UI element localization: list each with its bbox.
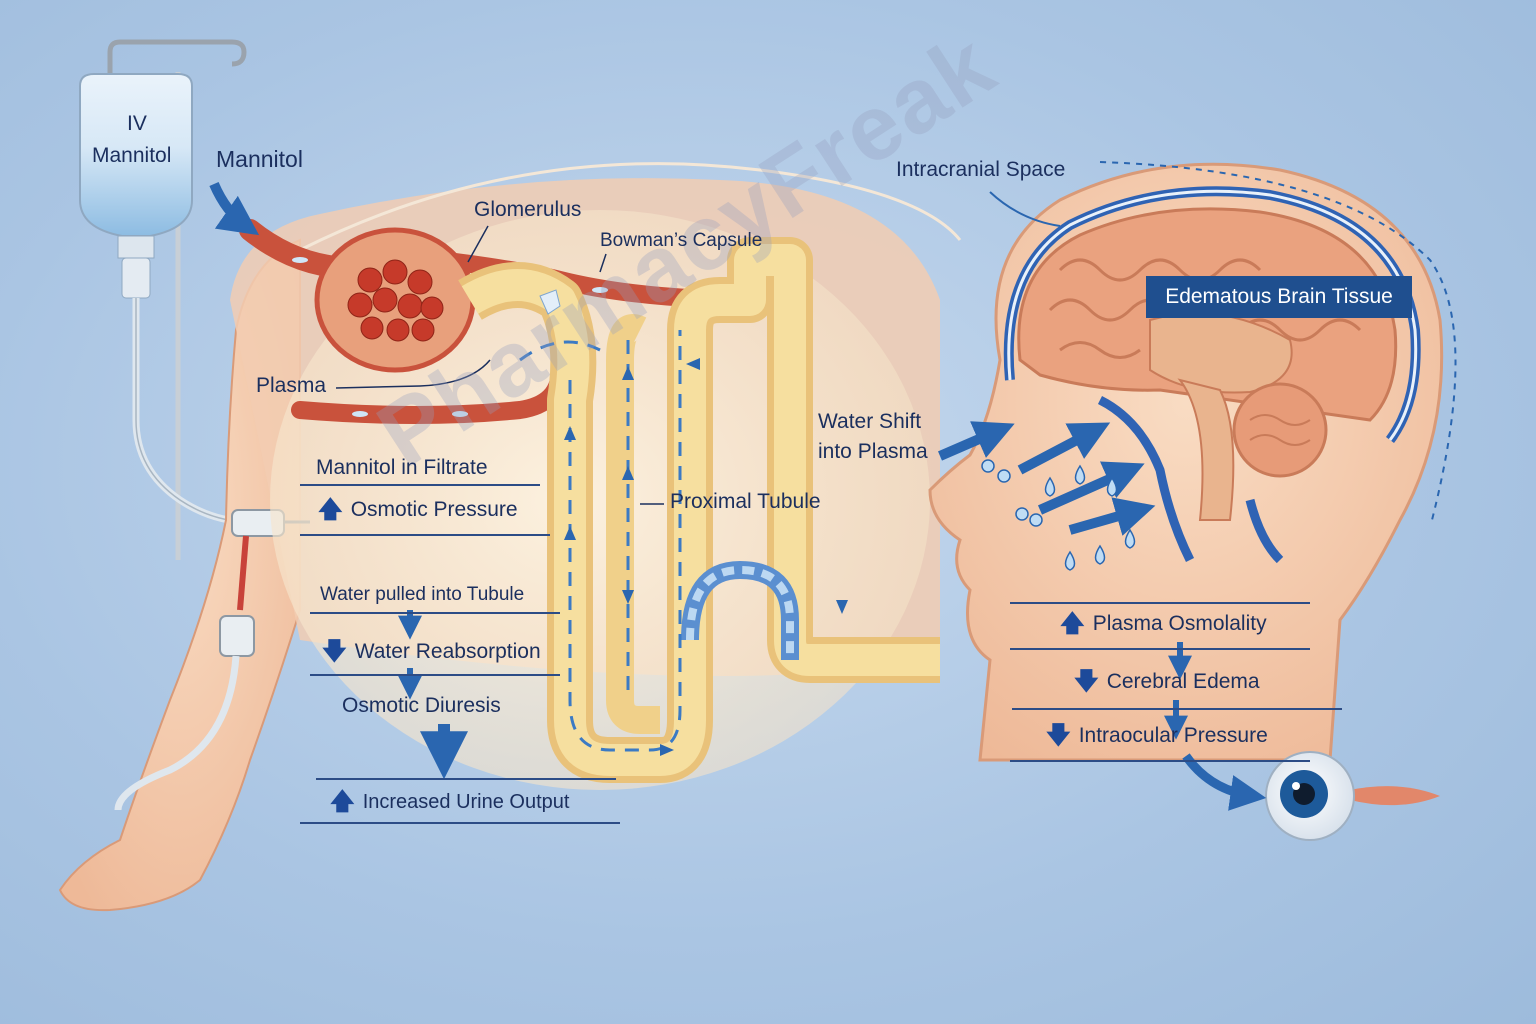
- divider: [1010, 602, 1310, 604]
- renal-step: Osmotic Diuresis: [342, 694, 501, 717]
- renal-step: 🡅 Increased Urine Output: [330, 788, 570, 815]
- divider: [300, 484, 540, 486]
- up-arrow-icon: 🡅: [330, 788, 355, 815]
- divider: [316, 778, 616, 780]
- leader-lines: [335, 225, 664, 505]
- plasma-label: Plasma: [256, 374, 327, 397]
- divider: [1010, 648, 1310, 650]
- eye-pressure-arrow: [1182, 753, 1267, 811]
- divider: [1010, 760, 1310, 762]
- arm: [58, 238, 301, 912]
- renal-step: Water pulled into Tubule: [320, 584, 525, 605]
- proximal-tubule-label: Proximal Tubule: [670, 490, 821, 513]
- down-arrow-icon: 🡇: [1046, 722, 1071, 749]
- mannitol-label: Mannitol: [216, 146, 303, 172]
- water-shift-label-line1: Water Shift: [818, 410, 922, 433]
- cns-step: 🡅 Plasma Osmolality: [1060, 610, 1267, 637]
- cns-step: 🡇 Cerebral Edema: [1074, 668, 1260, 695]
- catheter: [114, 509, 310, 811]
- renal-step: Mannitol in Filtrate: [316, 456, 488, 479]
- up-arrow-icon: 🡅: [318, 496, 343, 523]
- nephron-tubule: [458, 237, 940, 783]
- glomerulus-label: Glomerulus: [474, 198, 582, 221]
- renal-step: 🡅 Osmotic Pressure: [318, 496, 518, 523]
- divider: [1012, 708, 1342, 710]
- iv-bag-label-line2: Mannitol: [92, 144, 172, 167]
- divider: [300, 822, 620, 824]
- edematous-brain-tissue-label: Edematous Brain Tissue: [1146, 276, 1412, 318]
- water-droplets: [981, 459, 1136, 571]
- bowmans-capsule-label: Bowman’s Capsule: [600, 230, 763, 251]
- divider: [310, 674, 560, 676]
- glomerulus: [314, 227, 476, 373]
- renal-step: 🡇 Water Reabsorption: [322, 638, 541, 665]
- down-arrow-icon: 🡇: [322, 638, 347, 665]
- iv-bag: [79, 73, 193, 299]
- mannitol-entry-arrow: [209, 181, 260, 236]
- eyeball: [1265, 751, 1440, 841]
- intracranial-dashed-arc: [1099, 161, 1457, 521]
- intracranial-space-label: Intracranial Space: [896, 158, 1066, 181]
- water-shift-arrows: [938, 421, 1156, 536]
- up-arrow-icon: 🡅: [1060, 610, 1085, 637]
- iv-bag-label-line1: IV: [127, 112, 147, 135]
- divider: [300, 534, 550, 536]
- water-shift-label-line2: into Plasma: [818, 440, 928, 463]
- divider: [310, 612, 560, 614]
- down-arrow-icon: 🡇: [1074, 668, 1099, 695]
- cns-step: 🡇 Intraocular Pressure: [1046, 722, 1268, 749]
